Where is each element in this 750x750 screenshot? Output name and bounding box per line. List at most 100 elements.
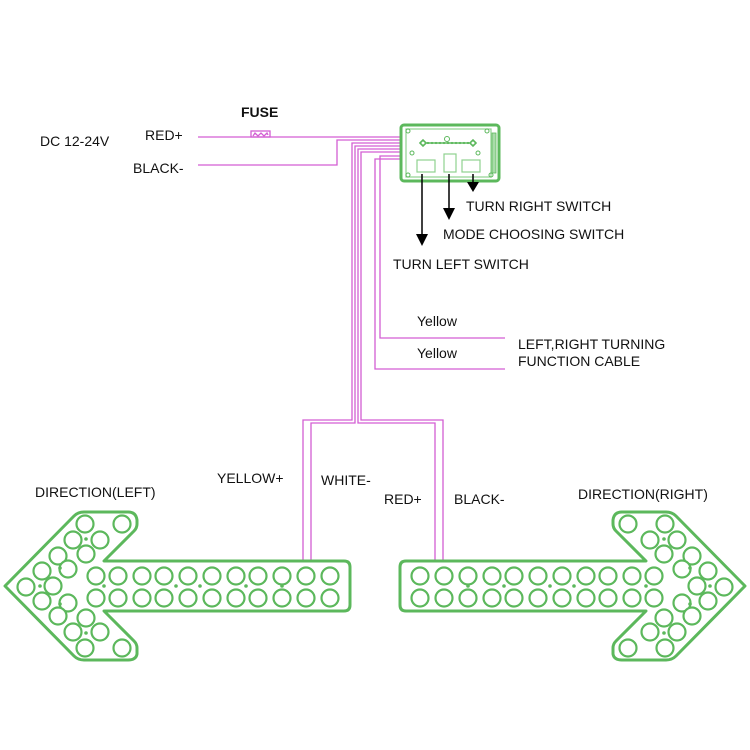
led-ring [132, 588, 152, 608]
led-ring [296, 566, 316, 586]
turn-right-switch-label: TURN RIGHT SWITCH [466, 198, 611, 214]
led-ring [178, 566, 198, 586]
led-ring [154, 588, 174, 608]
fuse-element [252, 131, 269, 137]
controller-board [399, 123, 501, 183]
power-positive-label: RED+ [145, 127, 183, 143]
wire-harness [198, 130, 505, 562]
mount-hole [405, 172, 411, 178]
mount-dot [548, 584, 552, 588]
led-ring [296, 588, 316, 608]
mount-dot [244, 584, 248, 588]
led-ring [434, 588, 454, 608]
turn-left-switch[interactable] [416, 159, 436, 173]
right-arrow-positive-label: RED+ [384, 491, 422, 507]
led-ring [552, 566, 572, 586]
fuse-label: FUSE [241, 104, 278, 120]
led-ring [410, 588, 430, 608]
led-ring [178, 588, 198, 608]
mount-hole [484, 128, 490, 134]
led-ring [202, 566, 222, 586]
led-ring [687, 576, 707, 596]
function-cable-wire-1 [379, 155, 505, 339]
led-ring [434, 566, 454, 586]
fuse-symbol [250, 130, 271, 138]
led-ring [458, 566, 478, 586]
led-ring [622, 588, 642, 608]
led-ring [320, 588, 340, 608]
mount-dot [280, 584, 284, 588]
mount-dot [688, 602, 692, 606]
led-ring [640, 622, 660, 642]
led-arrow-left [3, 510, 352, 662]
strip-led [430, 141, 434, 145]
strip-led [434, 141, 438, 145]
right-arrow-title: DIRECTION(RIGHT) [578, 486, 708, 502]
turn-right-pointer [467, 174, 479, 192]
led-ring [528, 566, 548, 586]
mode-choosing-switch[interactable] [443, 153, 457, 173]
mode-choosing-switch-label: MODE CHOOSING SWITCH [443, 226, 624, 242]
led-ring [682, 606, 702, 626]
led-ring [644, 588, 664, 608]
led-arrow-right [398, 510, 747, 662]
led-ring [226, 566, 246, 586]
led-ring [108, 566, 128, 586]
led-ring [272, 566, 292, 586]
function-cable-title-line1: LEFT,RIGHT TURNING [518, 336, 665, 352]
led-ring [667, 622, 687, 642]
mount-dot [572, 584, 576, 588]
led-ring [202, 588, 222, 608]
mount-dot [688, 566, 692, 570]
led-ring [108, 588, 128, 608]
mount-hole [405, 128, 411, 134]
led-ring [576, 566, 596, 586]
left-arrow-positive-label: YELLOW+ [217, 470, 284, 486]
led-ring [714, 577, 734, 597]
mount-hole [488, 172, 494, 178]
led-ring [682, 546, 702, 566]
led-ring [112, 514, 132, 534]
power-negative-wire [198, 139, 405, 166]
strip-led [426, 141, 430, 145]
turn-left-switch-label: TURN LEFT SWITCH [393, 256, 529, 272]
right-arrow-positive-wire [357, 148, 436, 562]
led-ring [48, 546, 68, 566]
mount-dot [662, 631, 666, 635]
led-ring [698, 561, 718, 581]
led-ring [226, 588, 246, 608]
led-ring [458, 588, 478, 608]
led-ring [90, 622, 110, 642]
led-ring [63, 622, 83, 642]
strip-led [454, 141, 458, 145]
controller-connector [491, 132, 497, 174]
led-ring [598, 566, 618, 586]
led-ring [504, 588, 524, 608]
led-ring [16, 577, 36, 597]
left-arrow-negative-wire [310, 145, 405, 562]
left-arrow-negative-label: WHITE- [321, 472, 371, 488]
controller-led-dots [426, 141, 470, 145]
led-ring [655, 514, 675, 534]
function-wire-2-label: Yellow [417, 345, 458, 361]
strip-led [458, 141, 462, 145]
led-ring [320, 566, 340, 586]
right-arrow-negative-wire [360, 151, 444, 562]
mount-hole [444, 136, 450, 142]
led-ring [248, 588, 268, 608]
strip-led [466, 141, 470, 145]
power-negative-label: BLACK- [133, 160, 184, 176]
controller-led-strip [418, 138, 478, 148]
led-ring [112, 638, 132, 658]
turn-right-switch[interactable] [461, 159, 481, 173]
led-ring [43, 576, 63, 596]
mount-dot [644, 584, 648, 588]
mount-dot [466, 584, 470, 588]
arrow-down-icon [467, 182, 479, 192]
function-cable-title-line2: FUNCTION CABLE [518, 353, 640, 369]
led-ring [528, 588, 548, 608]
function-cable-wire-2 [374, 158, 505, 370]
left-arrow-leds [16, 514, 340, 658]
led-ring [552, 588, 572, 608]
